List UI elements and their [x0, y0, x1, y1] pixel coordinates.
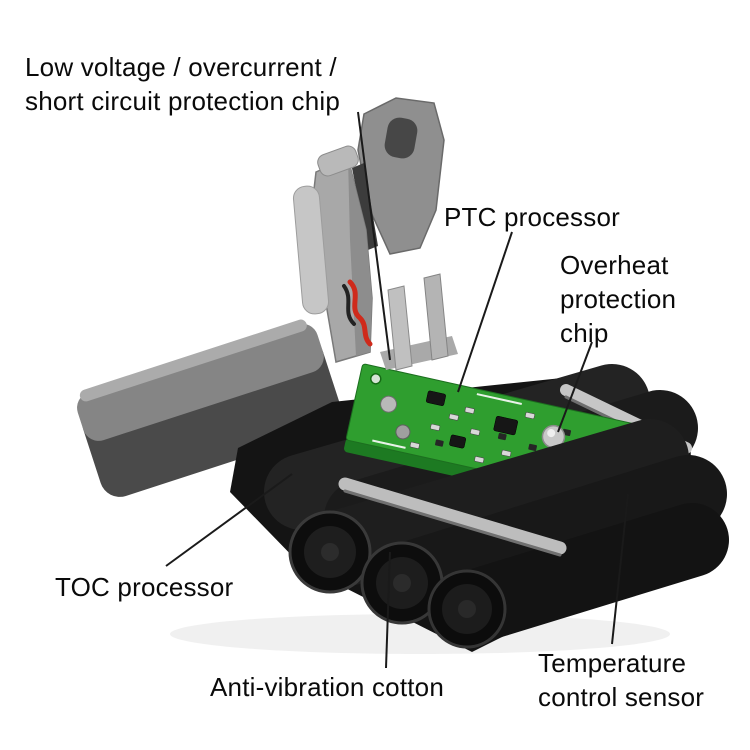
- callout-line-toc: [165, 473, 293, 567]
- callout-line-low-voltage: [357, 111, 391, 361]
- label-text-line: chip: [560, 318, 609, 348]
- callout-lines: [165, 111, 629, 669]
- callout-line-overheat: [557, 341, 593, 433]
- wires: [342, 279, 373, 347]
- callout-line-anti-vibration: [385, 551, 391, 669]
- label-toc-processor: TOC processor: [55, 572, 234, 602]
- clip-hole: [384, 117, 418, 159]
- cell-front-faces: [288, 510, 507, 649]
- red-wire: [347, 279, 373, 347]
- clip-dark-gap: [352, 163, 378, 250]
- label-temperature-control-sensor: Temperature control sensor: [538, 646, 743, 714]
- ground-shadow: [170, 614, 670, 654]
- label-text-line: short circuit protection chip: [25, 86, 341, 116]
- label-text-line: protection: [560, 284, 677, 314]
- clip-top-cap: [317, 145, 359, 177]
- label-low-voltage-protection: Low voltage / overcurrent / short circui…: [25, 50, 405, 118]
- mount-clip: [292, 97, 445, 363]
- label-ptc-processor: PTC processor: [444, 202, 620, 232]
- label-text-line: Temperature: [538, 648, 687, 678]
- black-wire: [342, 284, 356, 326]
- nickel-strip-front: [338, 477, 567, 557]
- callout-line-ptc: [457, 231, 513, 393]
- label-overheat-protection-chip: Overheat protection chip: [560, 248, 710, 350]
- callout-line-temperature: [611, 493, 629, 645]
- clip-front-pad: [292, 185, 330, 315]
- label-text-line: control sensor: [538, 682, 705, 712]
- battery-housing: [77, 319, 342, 497]
- label-anti-vibration-cotton: Anti-vibration cotton: [210, 672, 444, 702]
- label-text-line: Low voltage / overcurrent /: [25, 52, 337, 82]
- charge-contact-tabs: [380, 273, 458, 371]
- label-text-line: Overheat: [560, 250, 669, 280]
